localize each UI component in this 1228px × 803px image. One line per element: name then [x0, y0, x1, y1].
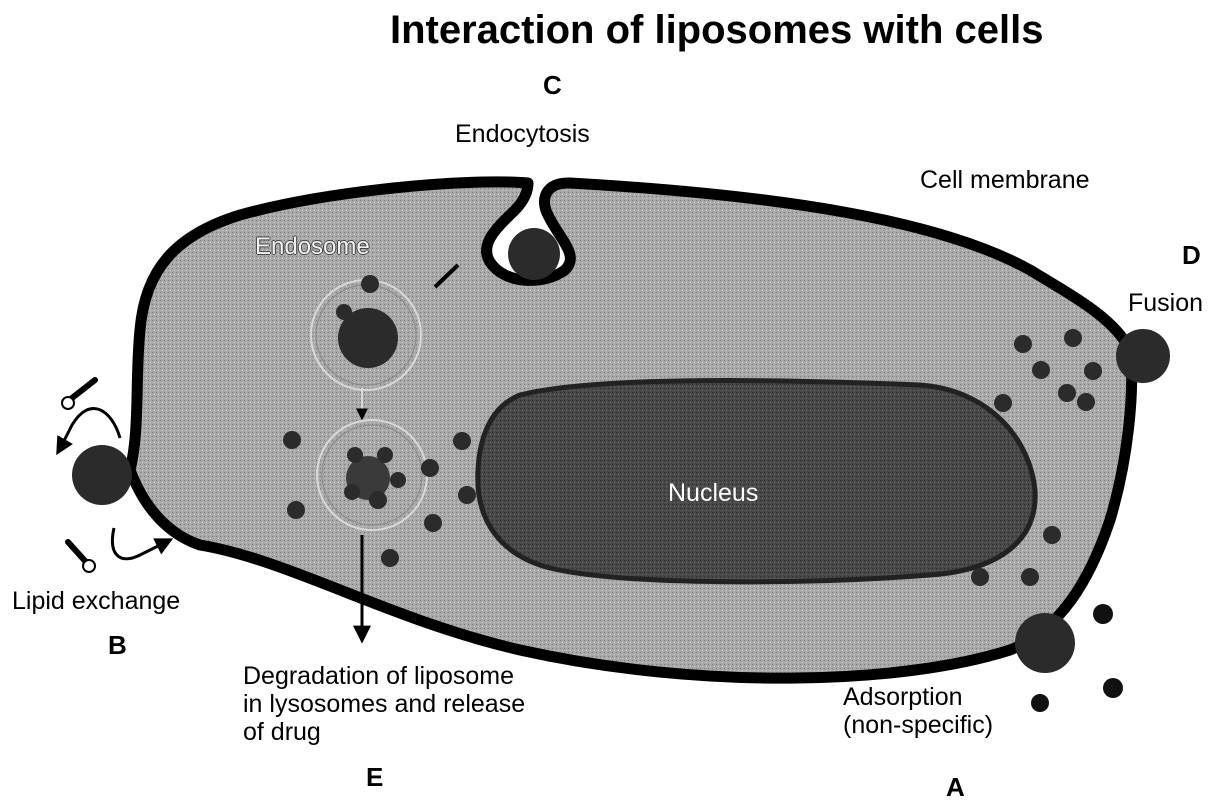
- fusing-liposome: [1116, 329, 1170, 383]
- endocytosis-label: Endocytosis: [455, 120, 590, 148]
- endosome-label: Endosome: [255, 233, 370, 261]
- lipid-molecule-upper: [62, 380, 95, 409]
- adsorption-label: Adsorption (non-specific): [843, 683, 993, 739]
- letter-a: A: [946, 772, 965, 803]
- letter-d: D: [1182, 240, 1201, 271]
- diagram-title: Interaction of liposomes with cells: [390, 8, 1043, 53]
- cell-membrane-label: Cell membrane: [920, 166, 1090, 194]
- lipid-molecule-lower: [68, 542, 95, 572]
- letter-e: E: [366, 762, 383, 793]
- endocytosed-liposome: [508, 228, 560, 280]
- nucleus-label: Nucleus: [668, 479, 758, 507]
- fusion-label: Fusion: [1128, 289, 1203, 317]
- adsorbed-liposome: [1015, 613, 1075, 673]
- letter-c: C: [543, 70, 562, 101]
- lipid-exchange-liposome: [72, 445, 132, 505]
- lipid-exchange-label: Lipid exchange: [12, 587, 180, 615]
- degradation-label: Degradation of liposome in lysosomes and…: [243, 662, 525, 746]
- letter-b: B: [108, 630, 127, 661]
